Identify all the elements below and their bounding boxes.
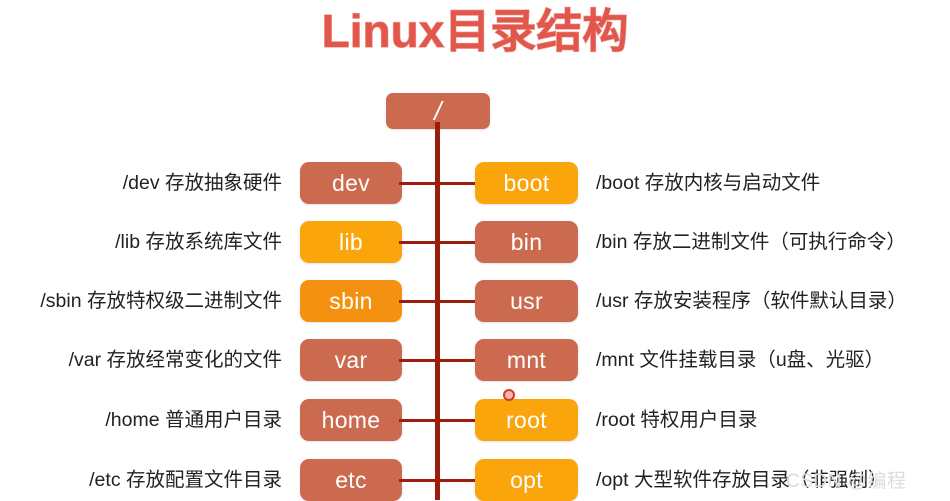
branch-line-home [399,419,439,422]
page-title: Linux目录结构 [321,4,629,57]
branch-line-mnt [437,359,478,362]
tree-node-boot[interactable]: boot [475,162,578,204]
caption-left-lib: /lib 存放系统库文件 [115,231,282,253]
tree-node-opt-label: opt [510,466,543,493]
caption-left-etc: /etc 存放配置文件目录 [89,469,282,491]
tree-node-home-label: home [321,406,381,433]
branch-line-bin [437,241,478,244]
caption-left-var: /var 存放经常变化的文件 [68,349,282,371]
caption-right-bin: /bin 存放二进制文件（可执行命令） [596,231,906,253]
branch-line-boot [437,182,478,185]
watermark: CSDN @编程 [786,471,907,492]
tree-node-dev-label: dev [332,169,370,196]
tree-node-var[interactable]: var [300,339,402,381]
tree-node-root-dir-label: root [506,406,547,433]
tree-node-dev[interactable]: dev [300,162,402,204]
branch-line-root [437,419,478,422]
caption-right-mnt: /mnt 文件挂载目录（u盘、光驱） [596,349,885,371]
tree-node-bin[interactable]: bin [475,221,578,263]
tree-node-sbin[interactable]: sbin [300,280,402,322]
tree-node-bin-label: bin [510,228,543,255]
branch-line-lib [399,241,439,244]
branch-line-var [399,359,439,362]
tree-node-root-dir[interactable]: root [475,399,578,441]
tree-node-lib[interactable]: lib [300,221,402,263]
branch-line-etc [399,479,439,482]
trunk-line [435,122,440,500]
branch-line-opt [437,479,478,482]
tree-node-usr[interactable]: usr [475,280,578,322]
tree-node-etc-label: etc [335,466,367,493]
tree-node-lib-label: lib [339,228,363,255]
tree-node-opt[interactable]: opt [475,459,578,501]
tree-node-mnt[interactable]: mnt [475,339,578,381]
tree-node-var-label: var [334,346,368,373]
tree-node-usr-label: usr [510,287,543,314]
branch-line-sbin [399,300,439,303]
caption-right-usr: /usr 存放安装程序（软件默认目录） [596,290,907,312]
caption-right-opt: /opt 大型软件存放目录（非强制） [596,469,888,491]
tree-node-sbin-label: sbin [329,287,373,314]
caption-right-boot: /boot 存放内核与启动文件 [596,172,821,194]
tree-node-home[interactable]: home [300,399,402,441]
tree-node-mnt-label: mnt [506,346,547,373]
tree-node-root-label: / [434,95,442,126]
caption-right-root: /root 特权用户目录 [596,409,758,431]
caption-left-home: /home 普通用户目录 [105,409,282,431]
cursor-marker-icon [503,389,515,401]
tree-node-etc[interactable]: etc [300,459,402,501]
tree-node-boot-label: boot [503,169,550,196]
caption-left-sbin: /sbin 存放特权级二进制文件 [40,290,282,312]
branch-line-usr [437,300,478,303]
caption-left-dev: /dev 存放抽象硬件 [122,172,282,194]
branch-line-dev [399,182,439,185]
